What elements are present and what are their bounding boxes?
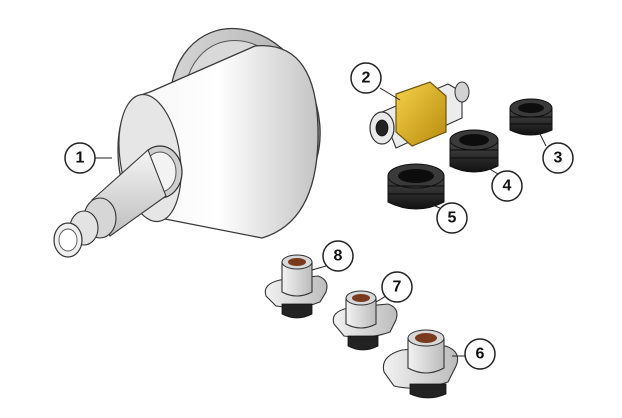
callout-1: 1 [64,142,112,174]
callout-8: 8 [311,240,354,272]
part-rubber-seal-large [387,163,445,210]
part-flanged-cap-adapter-large [382,329,459,399]
part-flanged-cap-adapter-medium [332,290,398,351]
callout-6: 6 [452,338,496,370]
callout-2-label: 2 [362,70,371,87]
part-rubber-seal-small [509,98,553,136]
part-funnel-adapter [53,27,321,258]
callout-7: 7 [375,271,413,303]
callout-5-label: 5 [448,210,457,227]
callout-8-label: 8 [334,248,343,265]
callout-5-circle [436,202,468,234]
callout-7-circle [381,271,413,303]
callout-6-label: 6 [476,346,485,363]
callout-3-label: 3 [554,150,563,167]
callout-5: 5 [429,202,468,234]
callout-2: 2 [350,62,401,101]
callout-3: 3 [539,133,574,174]
callout-1-circle [64,142,96,174]
part-brass-nut-valve-adapter [369,81,470,149]
callout-4: 4 [487,167,523,202]
callout-8-circle [322,240,354,272]
part-rubber-seal-medium [449,129,499,173]
callout-1-label: 1 [76,150,85,167]
callout-4-label: 4 [503,178,512,195]
callout-4-circle [491,170,523,202]
callout-3-circle [542,142,574,174]
part-flanged-cap-adapter-small [264,254,328,319]
callout-2-circle [350,62,382,94]
callout-7-label: 7 [393,279,402,296]
callout-6-circle [464,338,496,370]
